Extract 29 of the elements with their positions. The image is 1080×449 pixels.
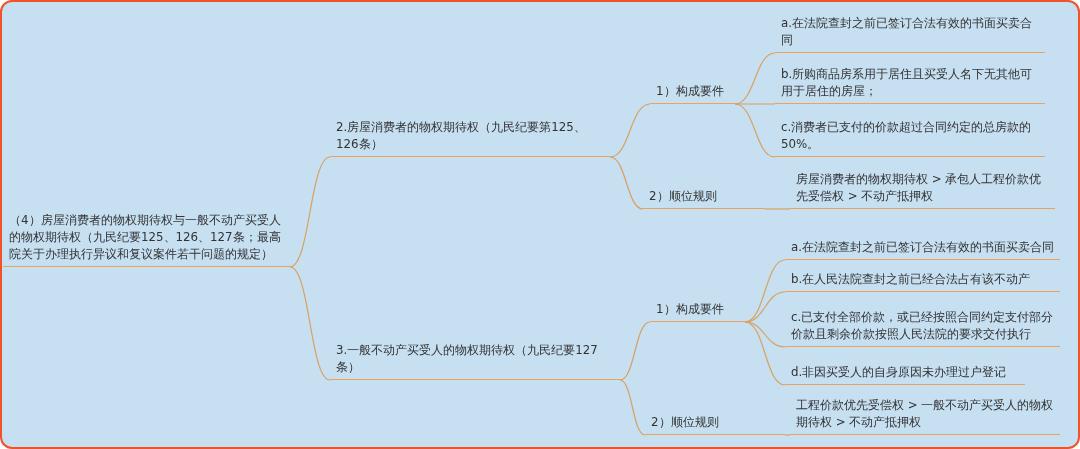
connector-line xyxy=(764,208,791,210)
topic-text: 2）顺位规则 xyxy=(643,183,765,209)
connector-line xyxy=(734,103,776,158)
connector-line xyxy=(734,103,776,105)
topic-text: a.在法院查封之前已签订合法有效的书面买卖合同 xyxy=(775,10,1045,53)
connector-line xyxy=(744,321,786,348)
topic-text: c.已支付全部价款，或已经按照合同约定支付部分价款且剩余价款按照人民法院的要求交付执行 xyxy=(785,299,1060,347)
connector-line xyxy=(744,291,786,323)
connector-line xyxy=(784,434,791,436)
topic-text: 3.一般不动产买受人的物权期待权（九民纪要127条） xyxy=(330,335,620,380)
topic-text: b.在人民法院查封之前已经合法占有该不动产 xyxy=(785,266,1060,292)
topic-text: 2.房屋消费者的物权期待权（九民纪要第125、126条） xyxy=(330,112,610,157)
topic-text: 1）构成要件 xyxy=(650,295,745,322)
connector-line xyxy=(289,266,331,381)
connector-line xyxy=(744,321,786,386)
topic-text: 房屋消费者的物权期待权 > 承包人工程价款优先受偿权 > 不动产抵押权 xyxy=(790,165,1055,209)
topic-text: b.所购商品房系用于居住且买受人名下无其他可用于居住的房屋； xyxy=(775,62,1045,104)
connector-line xyxy=(609,103,651,158)
topic-text: （4）房屋消费者的物权期待权与一般不动产买受人的物权期待权（九民纪要125、126、127条；最高院关于办理执行异议和复议案件若干问题的规定） xyxy=(3,195,290,267)
topic-text: 1）构成要件 xyxy=(650,80,735,104)
connector-line xyxy=(619,321,651,381)
topic-text: c.消费者已支付的价款超过合同约定的总房款的50%。 xyxy=(775,114,1045,157)
topic-text: a.在法院查封之前已签订合法有效的书面买卖合同 xyxy=(785,218,1060,260)
topic-text: 工程价款优先受偿权 > 一般不动产买受人的物权期待权 > 不动产抵押权 xyxy=(790,392,1060,435)
connector-line xyxy=(619,379,646,436)
connector-line xyxy=(609,156,644,210)
topic-text: 2）顺位规则 xyxy=(645,405,785,435)
topic-text: d.非因买受人的自身原因未办理过户登记 xyxy=(785,358,1025,385)
connector-line xyxy=(289,156,331,268)
